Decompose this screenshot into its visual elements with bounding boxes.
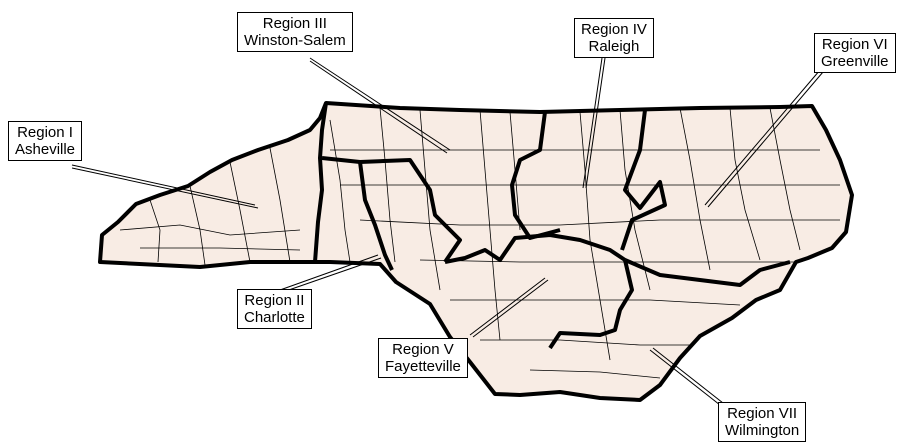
callout-region-v: Region V Fayetteville [378, 338, 468, 378]
region-city: Wilmington [725, 422, 800, 439]
region-name: Region II [244, 292, 305, 309]
callout-region-ii: Region II Charlotte [237, 289, 312, 329]
region-name: Region IV [581, 21, 647, 38]
region-name: Region III [262, 15, 327, 32]
region-city: Fayetteville [385, 358, 461, 375]
callout-region-vi: Region VI Greenville [814, 33, 896, 73]
callout-region-iv: Region IV Raleigh [574, 18, 654, 58]
region-boundaries [313, 102, 791, 350]
callout-region-i: Region I Asheville [8, 121, 83, 161]
region-name: Region VI [821, 36, 888, 53]
callout-region-iii: Region III Winston-Salem [237, 12, 353, 52]
region-name: Region VII [727, 405, 798, 422]
region-city: Asheville [15, 141, 76, 158]
region-city: Charlotte [244, 309, 305, 326]
region-city: Raleigh [588, 38, 640, 55]
region-name: Region V [392, 341, 454, 358]
region-city: Greenville [821, 53, 889, 70]
callout-region-vii: Region VII Wilmington [718, 402, 807, 442]
region-city: Winston-Salem [244, 32, 346, 49]
region-name: Region I [17, 124, 73, 141]
